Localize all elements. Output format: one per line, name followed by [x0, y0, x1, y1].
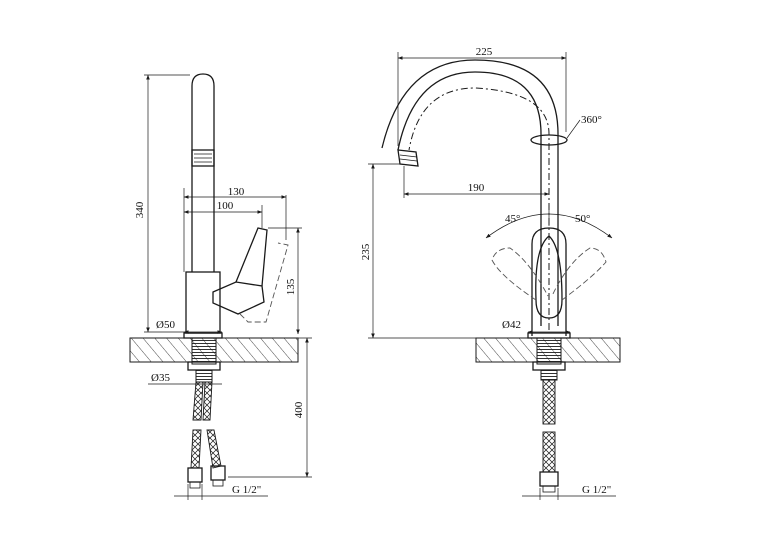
dim-shank-diameter-label: Ø35 [151, 372, 170, 384]
hose-thread-label: G 1/2" [582, 484, 611, 496]
spout-column [191, 73, 215, 272]
dim-handle-outer-label: 130 [228, 186, 245, 198]
dim-hose-length-label: 400 [293, 401, 305, 418]
hose-left-lower [190, 429, 202, 469]
base-ring [527, 332, 571, 339]
dim-spout-offset-label: 190 [468, 182, 485, 194]
spout-centerline [408, 87, 550, 330]
side-view: 340 130 100 135 Ø50 Ø35 400 G 1/2" [129, 73, 312, 500]
dim-base-diameter-label: Ø50 [156, 319, 175, 331]
mounting-shank [191, 337, 217, 365]
faucet-body [185, 271, 221, 334]
handle-left-position [491, 247, 549, 301]
mounting-shank [536, 337, 562, 365]
dim-angle-left-label: 45° [505, 213, 520, 225]
handle-lever-open-position [239, 242, 289, 323]
dim-rotation-label: 360° [581, 114, 602, 126]
handle-lever [235, 227, 268, 287]
hose-fitting [539, 471, 559, 487]
hose-right-lower [206, 429, 222, 469]
hose-fitting-left [187, 467, 203, 483]
handle-right-position [551, 247, 607, 301]
spout-outer-edge [381, 59, 559, 326]
spout-outer [397, 71, 542, 326]
rotation-indicator [530, 134, 568, 146]
base-ring [183, 332, 223, 339]
dim-height-label: 340 [134, 201, 146, 218]
front-view: 360° 45° 50° 225 190 [360, 46, 621, 500]
dim-spout-height-label: 235 [360, 243, 372, 260]
dim-base-diameter-label: Ø42 [502, 319, 521, 331]
hose-right-upper [202, 381, 213, 421]
dim-spout-reach-label: 225 [476, 46, 493, 58]
dim-handle-inner-label: 100 [217, 200, 234, 212]
hose-upper [542, 379, 556, 425]
dim-angle-right-label: 50° [575, 213, 590, 225]
dim-handle-height-label: 135 [285, 278, 297, 295]
spout-aerator [397, 149, 419, 167]
hose-lower [542, 431, 556, 473]
aerator [191, 149, 215, 167]
hose-left-upper [192, 381, 204, 421]
hose-thread-label: G 1/2" [232, 484, 261, 496]
